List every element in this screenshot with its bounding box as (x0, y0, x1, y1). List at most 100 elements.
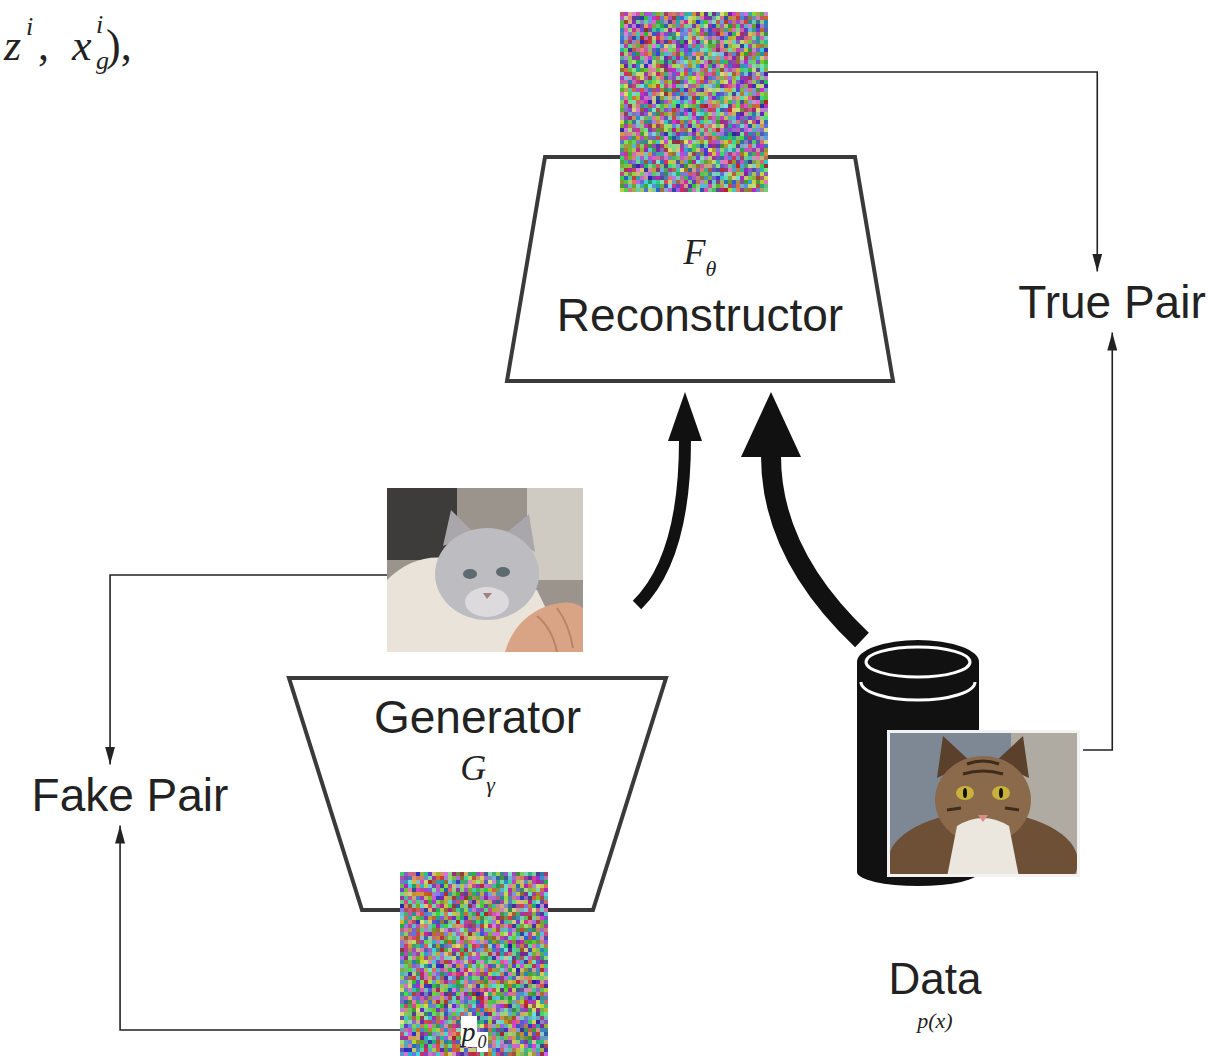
illustration-part (716, 32, 720, 36)
illustration-part (688, 72, 692, 76)
illustration-part (660, 164, 664, 168)
illustration-part (652, 32, 656, 36)
illustration-part (644, 28, 648, 32)
illustration-part (712, 168, 716, 172)
illustration-part (636, 164, 640, 168)
illustration-part (456, 888, 460, 892)
illustration-part (660, 20, 664, 24)
illustration-part (680, 144, 684, 148)
pair-label: Fake Pair (32, 769, 229, 822)
illustration-part (448, 872, 452, 876)
illustration-part (500, 880, 504, 884)
illustration-part (636, 44, 640, 48)
illustration-part (740, 12, 744, 16)
illustration-part (712, 120, 716, 124)
illustration-part (688, 128, 692, 132)
illustration-part (632, 72, 636, 76)
illustration-part (652, 120, 656, 124)
math-symbol: F (684, 232, 706, 272)
illustration-part (764, 164, 768, 168)
illustration-part (652, 84, 656, 88)
illustration-part (444, 876, 448, 880)
illustration-part (692, 20, 696, 24)
illustration-part (668, 12, 672, 16)
illustration-part (696, 92, 700, 96)
illustration-part (464, 880, 468, 884)
pair-connector (1083, 333, 1112, 750)
illustration-part (652, 92, 656, 96)
illustration-part (700, 100, 704, 104)
illustration-part (640, 116, 644, 120)
illustration-part (764, 60, 768, 64)
illustration-part (736, 88, 740, 92)
illustration-part (668, 60, 672, 64)
illustration-part (716, 172, 720, 176)
illustration-part (764, 84, 768, 88)
illustration-part (628, 36, 632, 40)
illustration-part (632, 80, 636, 84)
illustration-part (684, 52, 688, 56)
illustration-part (752, 92, 756, 96)
illustration-part (724, 124, 728, 128)
illustration-part (428, 892, 432, 896)
illustration-part (764, 68, 768, 72)
illustration-part (508, 884, 512, 888)
illustration-part (640, 16, 644, 20)
illustration-part (720, 88, 724, 92)
illustration-part (660, 100, 664, 104)
illustration-part (744, 168, 748, 172)
illustration-part (684, 128, 688, 132)
illustration-part (660, 96, 664, 100)
illustration-part (716, 136, 720, 140)
illustration-part (652, 96, 656, 100)
illustration-part (660, 132, 664, 136)
illustration-part (748, 120, 752, 124)
illustration-part (764, 32, 768, 36)
illustration-part (660, 156, 664, 160)
illustration-part (664, 48, 668, 52)
illustration-part (428, 884, 432, 888)
illustration-part (680, 160, 684, 164)
illustration-part (664, 156, 668, 160)
illustration-part (652, 168, 656, 172)
illustration-part (748, 44, 752, 48)
illustration-part (668, 52, 672, 56)
illustration-part (732, 36, 736, 40)
illustration-part (520, 884, 524, 888)
illustration-part (712, 12, 716, 16)
illustration-part (644, 140, 648, 144)
illustration-part (668, 152, 672, 156)
illustration-part (696, 128, 700, 132)
illustration-part (676, 104, 680, 108)
illustration-part (756, 44, 760, 48)
illustration-part (728, 40, 732, 44)
illustration-part (620, 60, 624, 64)
arrow-shaft (637, 440, 685, 605)
illustration-part (544, 880, 548, 884)
illustration-part (732, 84, 736, 88)
illustration-part (664, 84, 668, 88)
illustration-part (644, 108, 648, 112)
math-symbol: p (461, 1016, 477, 1047)
illustration-part (684, 104, 688, 108)
illustration-part (752, 120, 756, 124)
illustration-part (664, 140, 668, 144)
illustration-part (736, 120, 740, 124)
illustration-part (664, 68, 668, 72)
illustration-part (744, 184, 748, 188)
illustration-part (740, 56, 744, 60)
illustration-part (688, 176, 692, 180)
illustration-part (648, 100, 652, 104)
illustration-part (680, 68, 684, 72)
illustration-part (724, 116, 728, 120)
illustration-part (752, 56, 756, 60)
illustration-part (512, 884, 516, 888)
illustration-part (644, 160, 648, 164)
illustration-part (624, 88, 628, 92)
illustration-part (676, 184, 680, 188)
illustration-part (512, 876, 516, 880)
illustration-part (732, 32, 736, 36)
illustration-part (680, 184, 684, 188)
illustration-part (648, 160, 652, 164)
illustration-part (648, 128, 652, 132)
